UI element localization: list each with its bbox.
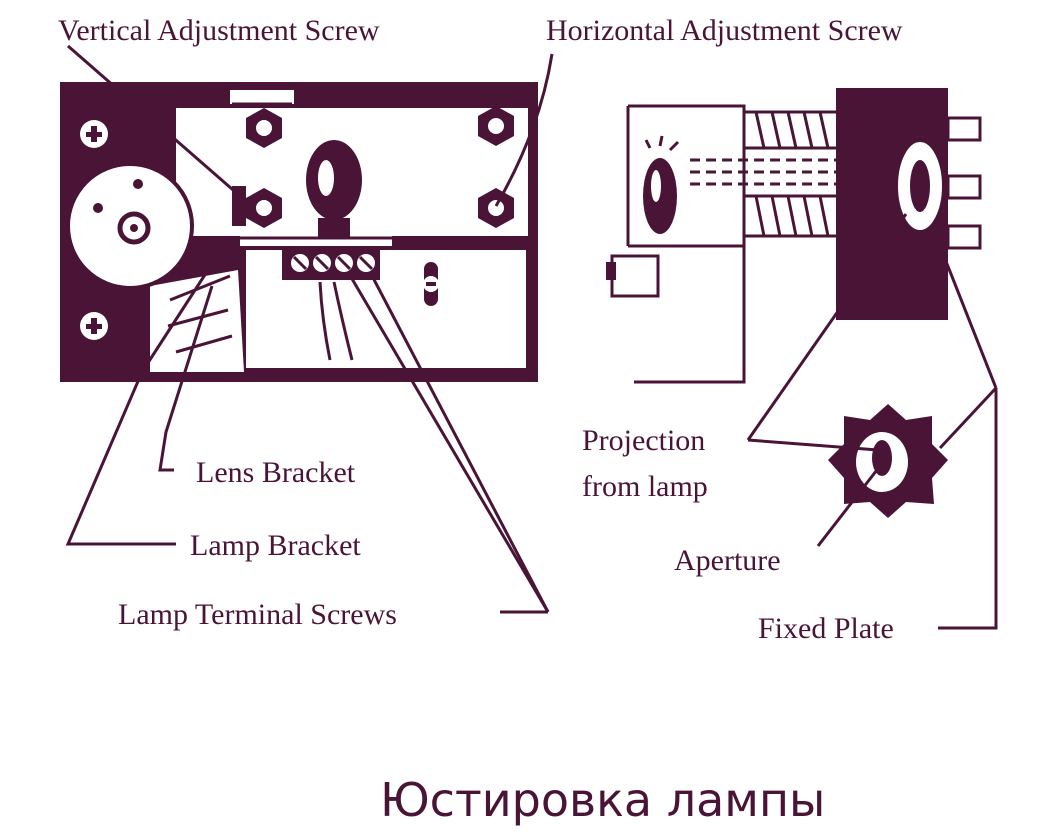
label-fixed-plate: Fixed Plate [758,612,894,645]
vertical-screw [232,186,246,226]
label-projection: Projection [582,424,705,457]
light-beam [690,158,900,186]
label-vertical-adjustment-screw: Vertical Adjustment Screw [58,14,380,47]
label-from-lamp: from lamp [582,470,708,503]
hex-nut [478,106,514,146]
label-lens-bracket: Lens Bracket [196,456,356,489]
caption: Юстировка лампы [380,773,825,827]
label-lamp-bracket: Lamp Bracket [190,529,361,562]
plate-screw-bottom [80,312,108,340]
terminal-strip [282,246,380,280]
hex-nut [246,188,282,228]
adjustment-spring [742,110,842,150]
plate-screw-top [80,120,108,148]
hex-nut [246,108,282,148]
mount-screw [423,262,439,306]
right-lamp-assembly [606,88,982,518]
hex-nut [478,188,514,228]
label-horizontal-adjustment-screw: Horizontal Adjustment Screw [546,14,903,47]
motor [66,162,194,290]
leader-lines [65,44,998,630]
left-lamp-assembly [60,82,538,382]
lamp-bracket-side [628,104,746,384]
label-aperture: Aperture [674,544,781,577]
fixed-plate-detail [828,404,948,518]
lamp-bulb [306,140,362,238]
label-lamp-terminal-screws: Lamp Terminal Screws [118,598,397,631]
adjustment-spring [742,194,842,238]
